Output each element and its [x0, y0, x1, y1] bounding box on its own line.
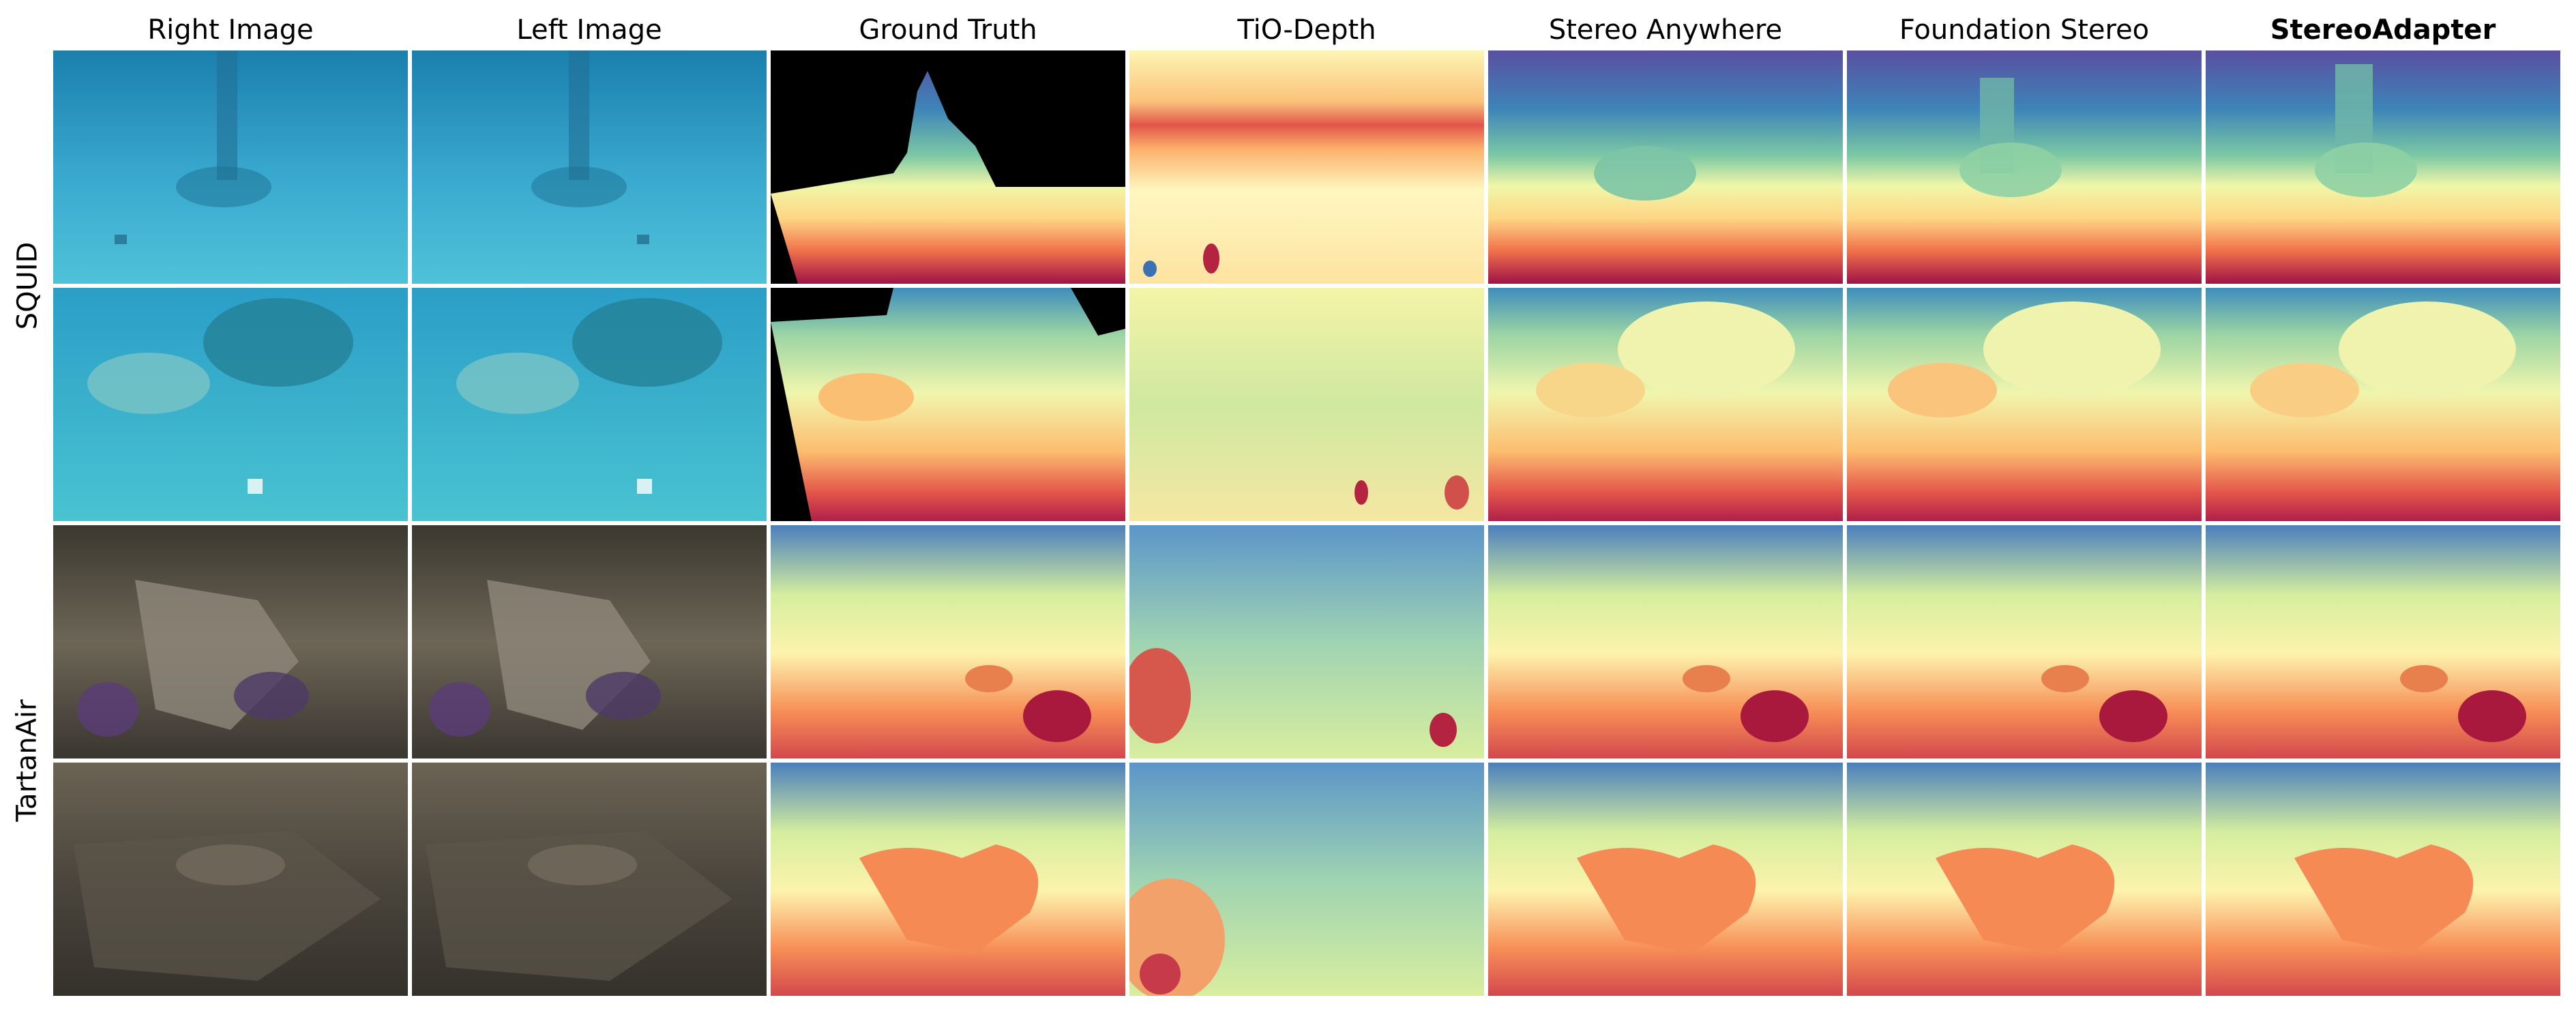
column-header-right-image: Right Image [147, 14, 314, 46]
column-header-ground-truth: Ground Truth [859, 14, 1037, 46]
squid-2-tio-depth [1129, 288, 1484, 521]
tartanair-1-tio-depth [1129, 525, 1484, 758]
squid-2-ground-truth [771, 288, 1125, 521]
row-label-squid: SQUID [12, 241, 43, 330]
tartanair-1-ground-truth [771, 525, 1125, 758]
squid-1-ground-truth [771, 50, 1125, 284]
tartanair-2-stereo-anywhere [1488, 763, 1843, 996]
squid-1-stereo-anywhere [1488, 50, 1843, 284]
tartanair-2-tio-depth [1129, 763, 1484, 996]
squid-2-right-image [53, 288, 408, 521]
tartanair-2-ground-truth [771, 763, 1125, 996]
squid-1-left-image [412, 50, 767, 284]
tartanair-2-foundation-stereo [1847, 763, 2202, 996]
squid-1-foundation-stereo [1847, 50, 2202, 284]
tartanair-1-right-image [53, 525, 408, 758]
squid-1-stereoadapter [2206, 50, 2560, 284]
squid-2-foundation-stereo [1847, 288, 2202, 521]
tartanair-2-right-image [53, 763, 408, 996]
tartanair-1-stereoadapter [2206, 525, 2560, 758]
squid-2-stereoadapter [2206, 288, 2560, 521]
squid-2-stereo-anywhere [1488, 288, 1843, 521]
tartanair-2-left-image [412, 763, 767, 996]
squid-1-right-image [53, 50, 408, 284]
column-header-stereoadapter: StereoAdapter [2270, 14, 2496, 46]
column-header-foundation-stereo: Foundation Stereo [1899, 14, 2150, 46]
tartanair-1-stereo-anywhere [1488, 525, 1843, 758]
tartanair-1-foundation-stereo [1847, 525, 2202, 758]
column-header-tio-depth: TiO-Depth [1237, 14, 1376, 46]
tartanair-1-left-image [412, 525, 767, 758]
tartanair-2-stereoadapter [2206, 763, 2560, 996]
squid-2-left-image [412, 288, 767, 521]
row-label-tartanair: TartanAir [12, 699, 43, 822]
column-header-left-image: Left Image [516, 14, 662, 46]
column-header-stereo-anywhere: Stereo Anywhere [1548, 14, 1783, 46]
squid-1-tio-depth [1129, 50, 1484, 284]
